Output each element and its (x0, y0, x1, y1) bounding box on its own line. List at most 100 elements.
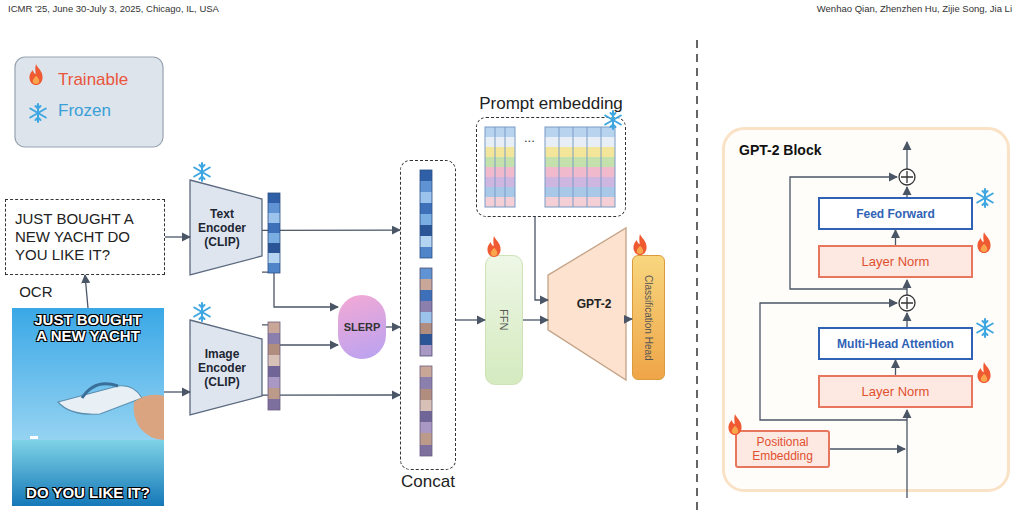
node-label: Layer Norm (862, 384, 930, 399)
node-label: SLERP (344, 321, 381, 333)
connector-arrow (165, 236, 190, 237)
matrix-grid (559, 127, 601, 207)
meme-sky (12, 308, 164, 506)
connector-arrow (164, 391, 190, 392)
ffn-box: FFN (485, 255, 523, 385)
connector-arrow (262, 394, 400, 395)
residual-line (790, 177, 907, 289)
meme-boat (30, 436, 38, 439)
node-label: FFN (498, 309, 510, 330)
node-label: Prompt embedding (479, 94, 623, 114)
flame-icon (977, 362, 990, 383)
concat-text-vector (420, 170, 432, 258)
flame-icon (728, 414, 741, 435)
connector-arrow (626, 318, 632, 320)
text-embedding-vector (268, 193, 280, 273)
connector-arrow (262, 229, 400, 230)
running-header: ICMR '25, June 30-July 3, 2025, Chicago,… (8, 3, 219, 14)
node-label: Positional Embedding (741, 435, 825, 463)
matrix-grid (495, 127, 505, 207)
node-label: DO YOU LIKE IT? (15, 485, 161, 501)
edge-label: OCR (19, 283, 52, 300)
shape-polygon (190, 320, 262, 415)
positional-line (830, 448, 905, 449)
legend-box (15, 57, 163, 147)
node-label: Image Encoder (CLIP) (195, 347, 249, 389)
gpt2-block-panel: GPT-2 BlockFeed ForwardLayer NormMulti-H… (722, 127, 1010, 492)
residual-line (760, 303, 907, 420)
slerp-pill: SLERP (338, 295, 386, 359)
prompt-group: Prompt embedding (476, 117, 626, 217)
snowflake-icon (30, 104, 46, 122)
concat-image-vector (420, 366, 432, 456)
connector-arrow (386, 326, 400, 327)
prompt-matrices (485, 127, 615, 207)
node-label: GPT-2 (577, 297, 612, 311)
classification-head-box: Classification Head (632, 255, 665, 380)
add-circle (899, 169, 915, 185)
shape-polygon (548, 228, 626, 380)
add-cross (901, 171, 913, 183)
node-label: Text Encoder (CLIP) (195, 207, 249, 249)
input-line (906, 410, 907, 498)
concat-slerp-vector (420, 268, 432, 356)
image-embedding-vector (268, 322, 280, 410)
frozen-layer-box: Multi-Head Attention (818, 327, 973, 360)
add-cross (901, 297, 913, 309)
prompt-matrix (485, 127, 515, 207)
connector-arrow (895, 360, 896, 375)
connector-arrow (456, 319, 485, 320)
trainable-layer-box: Layer Norm (818, 375, 973, 408)
node-label: Concat (401, 472, 455, 492)
shape-polygon (190, 180, 262, 275)
snowflake-icon (194, 303, 210, 321)
trainable-layer-box: Layer Norm (818, 245, 973, 278)
connector-arrow (535, 217, 548, 300)
concat-group: Concat (400, 160, 456, 470)
node-label: GPT-2 Block (739, 142, 821, 158)
node-label: Multi-Head Attention (837, 337, 954, 351)
ocr-text-box: JUST BOUGHT A NEW YACHT DO YOU LIKE IT? (5, 199, 165, 275)
encoder-trapezoid: Image Encoder (CLIP) (190, 320, 262, 415)
meme-image (12, 308, 164, 506)
meme-iron (58, 386, 142, 415)
connector-arrow (262, 325, 338, 345)
flame-icon (487, 236, 500, 257)
connector-arrow (85, 275, 88, 308)
flame-icon (29, 64, 42, 85)
add-symbol (899, 295, 915, 311)
snowflake-icon (977, 319, 993, 337)
frozen-layer-box: Feed Forward (818, 197, 973, 230)
add-out-line (906, 280, 907, 295)
node-label: Classification Head (643, 275, 654, 361)
prompt-matrix (545, 127, 615, 207)
block-output-line (906, 142, 907, 169)
gpt2-trapezoid: GPT-2 (548, 228, 626, 380)
add-circle (899, 295, 915, 311)
meme-hand (134, 395, 164, 440)
node-label: Layer Norm (862, 254, 930, 269)
meme-image-frame: JUST BOUGHT A NEW YACHT DO YOU LIKE IT? (12, 308, 164, 506)
ellipsis-mark: ... (524, 130, 535, 145)
meme-iron-handle (82, 384, 118, 398)
add-symbol (899, 169, 915, 185)
flame-icon (633, 234, 646, 255)
trainable-layer-box: Positional Embedding (735, 430, 830, 468)
node-label: JUST BOUGHT A NEW YACHT DO YOU LIKE IT? (15, 210, 134, 264)
node-label: JUST BOUGHT A NEW YACHT (29, 312, 147, 344)
separator-line (696, 40, 698, 513)
snowflake-icon (194, 163, 210, 181)
meme-sea (12, 440, 164, 506)
legend-text: Trainable (58, 70, 128, 90)
connector-arrow (523, 319, 548, 320)
ffn-out-line (906, 187, 907, 197)
flame-icon (977, 232, 990, 253)
block-wiring (760, 142, 907, 498)
connector-arrow (895, 230, 896, 245)
running-header: Wenhao Qian, Zhenzhen Hu, Zijie Song, Ji… (817, 3, 1012, 14)
snowflake-icon (605, 111, 621, 129)
snowflake-icon (977, 189, 993, 207)
encoder-trapezoid: Text Encoder (CLIP) (190, 180, 262, 275)
connector-arrow (262, 272, 338, 307)
